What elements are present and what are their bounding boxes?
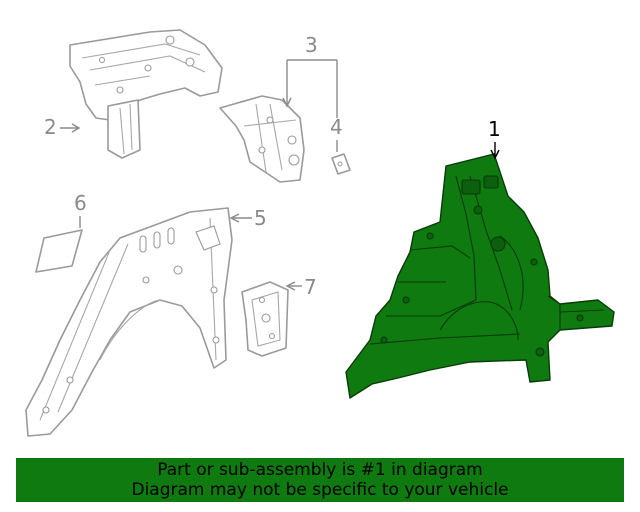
callout-6: 6	[74, 191, 87, 228]
callout-7: 7	[285, 275, 317, 299]
banner-line-1: Part or sub-assembly is #1 in diagram	[157, 460, 483, 480]
callout-3: 3	[282, 33, 338, 118]
callout-5: 5	[229, 206, 267, 230]
part-6-plate	[35, 229, 83, 273]
info-banner: Part or sub-assembly is #1 in diagram Di…	[16, 458, 624, 502]
svg-text:1: 1	[488, 117, 501, 141]
svg-text:5: 5	[254, 206, 267, 230]
svg-text:6: 6	[74, 191, 87, 215]
part-7-reinforcement	[241, 281, 289, 357]
part-1-inner-wheelhouse	[345, 153, 615, 399]
part-4-clip	[331, 153, 351, 175]
svg-text:7: 7	[304, 275, 317, 299]
callout-4: 4	[330, 115, 343, 152]
part-2-upper-panel	[69, 29, 223, 159]
svg-text:2: 2	[44, 115, 57, 139]
parts-diagram: 2 3 4 6	[25, 29, 615, 437]
banner-line-2: Diagram may not be specific to your vehi…	[131, 480, 509, 500]
part-5-wheelhouse-outer	[25, 207, 233, 437]
svg-text:3: 3	[305, 33, 318, 57]
part-3-bracket	[219, 95, 305, 183]
svg-text:4: 4	[330, 115, 343, 139]
callout-1: 1	[488, 117, 501, 160]
callout-2: 2	[44, 115, 81, 139]
